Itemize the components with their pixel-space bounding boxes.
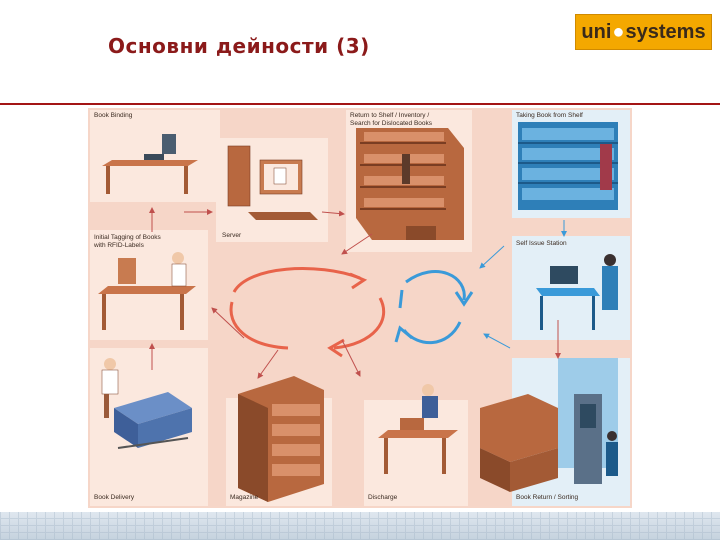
label-self-issue: Self Issue Station — [516, 240, 567, 247]
bookshelf-return-illustration — [356, 128, 464, 240]
panel-initial-tagging — [90, 230, 208, 340]
label-return-to-shelf-1: Return to Shelf / Inventory / — [350, 112, 430, 119]
slide-footer-band — [0, 512, 720, 540]
label-discharge: Discharge — [368, 494, 398, 501]
label-server: Server — [222, 232, 242, 239]
blue-process-cycle — [394, 270, 474, 344]
label-taking-book: Taking Book from Shelf — [516, 112, 583, 119]
slide-title: Основни дейности (3) — [108, 34, 370, 58]
red-process-cycle — [229, 267, 386, 358]
book-delivery-illustration — [101, 358, 192, 449]
diagram-illustrations — [98, 122, 618, 502]
self-issue-illustration — [536, 254, 618, 330]
label-magazine: Magazine — [230, 494, 259, 501]
initial-tagging-illustration — [98, 252, 196, 330]
footer-texture — [0, 512, 720, 540]
title-divider — [0, 103, 720, 105]
server-illustration — [227, 145, 318, 220]
panel-discharge — [364, 400, 468, 506]
magazine-illustration — [238, 376, 324, 502]
logo-text-systems: systems — [625, 20, 706, 43]
logo-text-uni: uni — [581, 20, 612, 43]
library-process-diagram: Book Binding Return to Shelf / Inventory… — [88, 108, 632, 508]
label-return-to-shelf-2: Search for Dislocated Books — [350, 120, 433, 127]
label-book-delivery: Book Delivery — [94, 494, 135, 501]
unisystems-logo: uni ● systems — [575, 14, 712, 50]
label-initial-tagging-2: with RFID-Labels — [94, 242, 144, 249]
book-binding-illustration — [102, 134, 198, 194]
label-initial-tagging-1: Initial Tagging of Books — [94, 234, 161, 241]
logo-dot: ● — [612, 20, 625, 43]
label-book-return: Book Return / Sorting — [516, 494, 579, 501]
book-return-illustration — [480, 358, 618, 492]
discharge-illustration — [378, 384, 458, 474]
blue-bookshelf-illustration — [518, 122, 618, 210]
label-book-binding: Book Binding — [94, 112, 133, 119]
